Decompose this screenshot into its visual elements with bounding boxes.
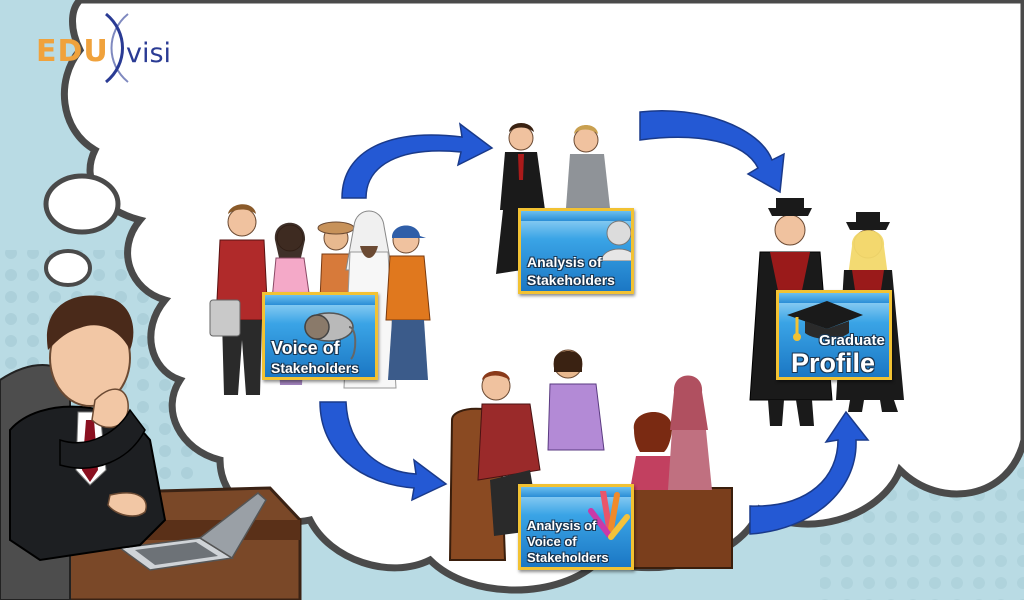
analysis-line2: Stakeholders [527,273,615,288]
analysis-line1: Analysis of [527,255,602,270]
card-voice-of-stakeholders: Voice of Stakeholders [262,292,378,380]
analysis-voice-line3: Stakeholders [527,551,609,565]
edu-visi-logo: EDU visi [36,12,196,84]
card-analysis-of-voice: Analysis of Voice of Stakeholders [518,484,634,570]
voice-line1: Voice of [271,339,340,358]
logo-visi-text: visi [126,38,171,69]
thought-bubble-small [46,251,90,285]
graduate-line1: Graduate [819,333,885,349]
card-graduate-profile: Graduate Profile [776,290,892,380]
card-analysis-of-stakeholders: Analysis of Stakeholders [518,208,634,294]
graduate-line2: Profile [791,349,875,377]
analysis-voice-line1: Analysis of [527,519,596,533]
person-icon [597,215,634,261]
voice-line2: Stakeholders [271,361,359,376]
analysis-voice-line2: Voice of [527,535,577,549]
thought-bubble-large [46,176,118,232]
